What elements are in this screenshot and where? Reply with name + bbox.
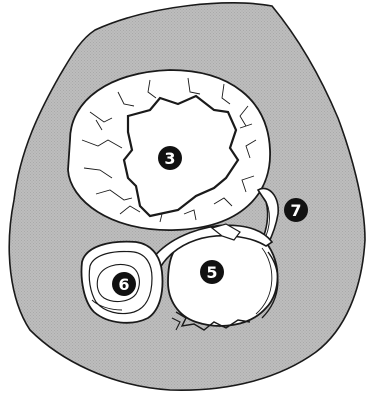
svg-text:7: 7 bbox=[290, 201, 301, 220]
svg-text:5: 5 bbox=[206, 263, 217, 282]
marker-5: 5 bbox=[200, 260, 224, 284]
svg-text:3: 3 bbox=[164, 149, 175, 168]
marker-3: 3 bbox=[158, 146, 182, 170]
marker-6: 6 bbox=[112, 272, 136, 296]
marker-7: 7 bbox=[284, 198, 308, 222]
svg-text:6: 6 bbox=[118, 275, 129, 294]
